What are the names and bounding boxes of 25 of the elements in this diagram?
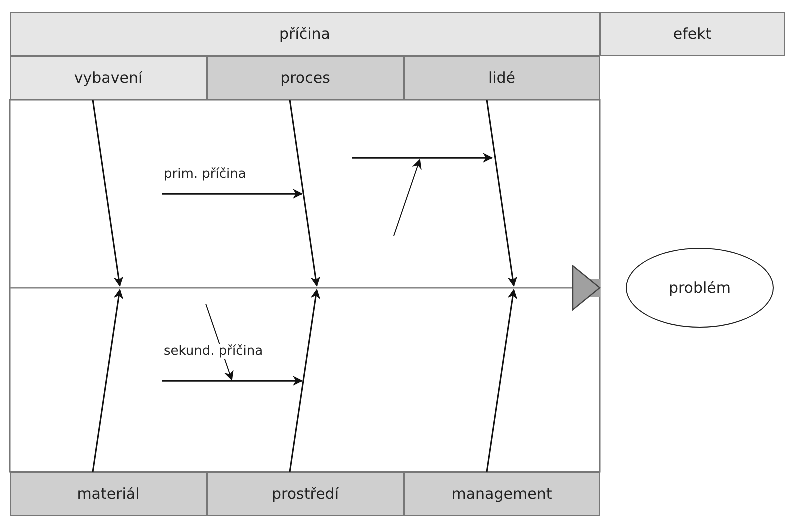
category-box xyxy=(207,472,404,516)
node-text: lidé xyxy=(488,69,516,87)
node-text: management xyxy=(452,485,552,503)
node-text: efekt xyxy=(673,25,712,43)
bone-arrow xyxy=(289,100,321,287)
node-text: prostředí xyxy=(272,485,339,503)
bone-arrow xyxy=(92,100,124,287)
node-text: příčina xyxy=(280,25,330,43)
bone-arrow xyxy=(289,289,321,472)
category-box xyxy=(10,472,207,516)
bone-arrow xyxy=(92,289,124,472)
node-text: vybavení xyxy=(74,69,143,87)
node-text: proces xyxy=(280,69,330,87)
node-text: problém xyxy=(668,279,732,297)
bone-arrow xyxy=(486,289,518,472)
header-cell xyxy=(600,12,785,56)
header-cell xyxy=(10,12,600,56)
category-box xyxy=(10,56,207,100)
bone-arrow xyxy=(486,100,518,287)
block-arrow xyxy=(572,265,601,311)
cause-label: prim. příčina xyxy=(162,167,248,182)
category-box xyxy=(404,56,600,100)
category-box xyxy=(404,472,600,516)
category-box xyxy=(207,56,404,100)
node-text: materiál xyxy=(77,485,140,503)
